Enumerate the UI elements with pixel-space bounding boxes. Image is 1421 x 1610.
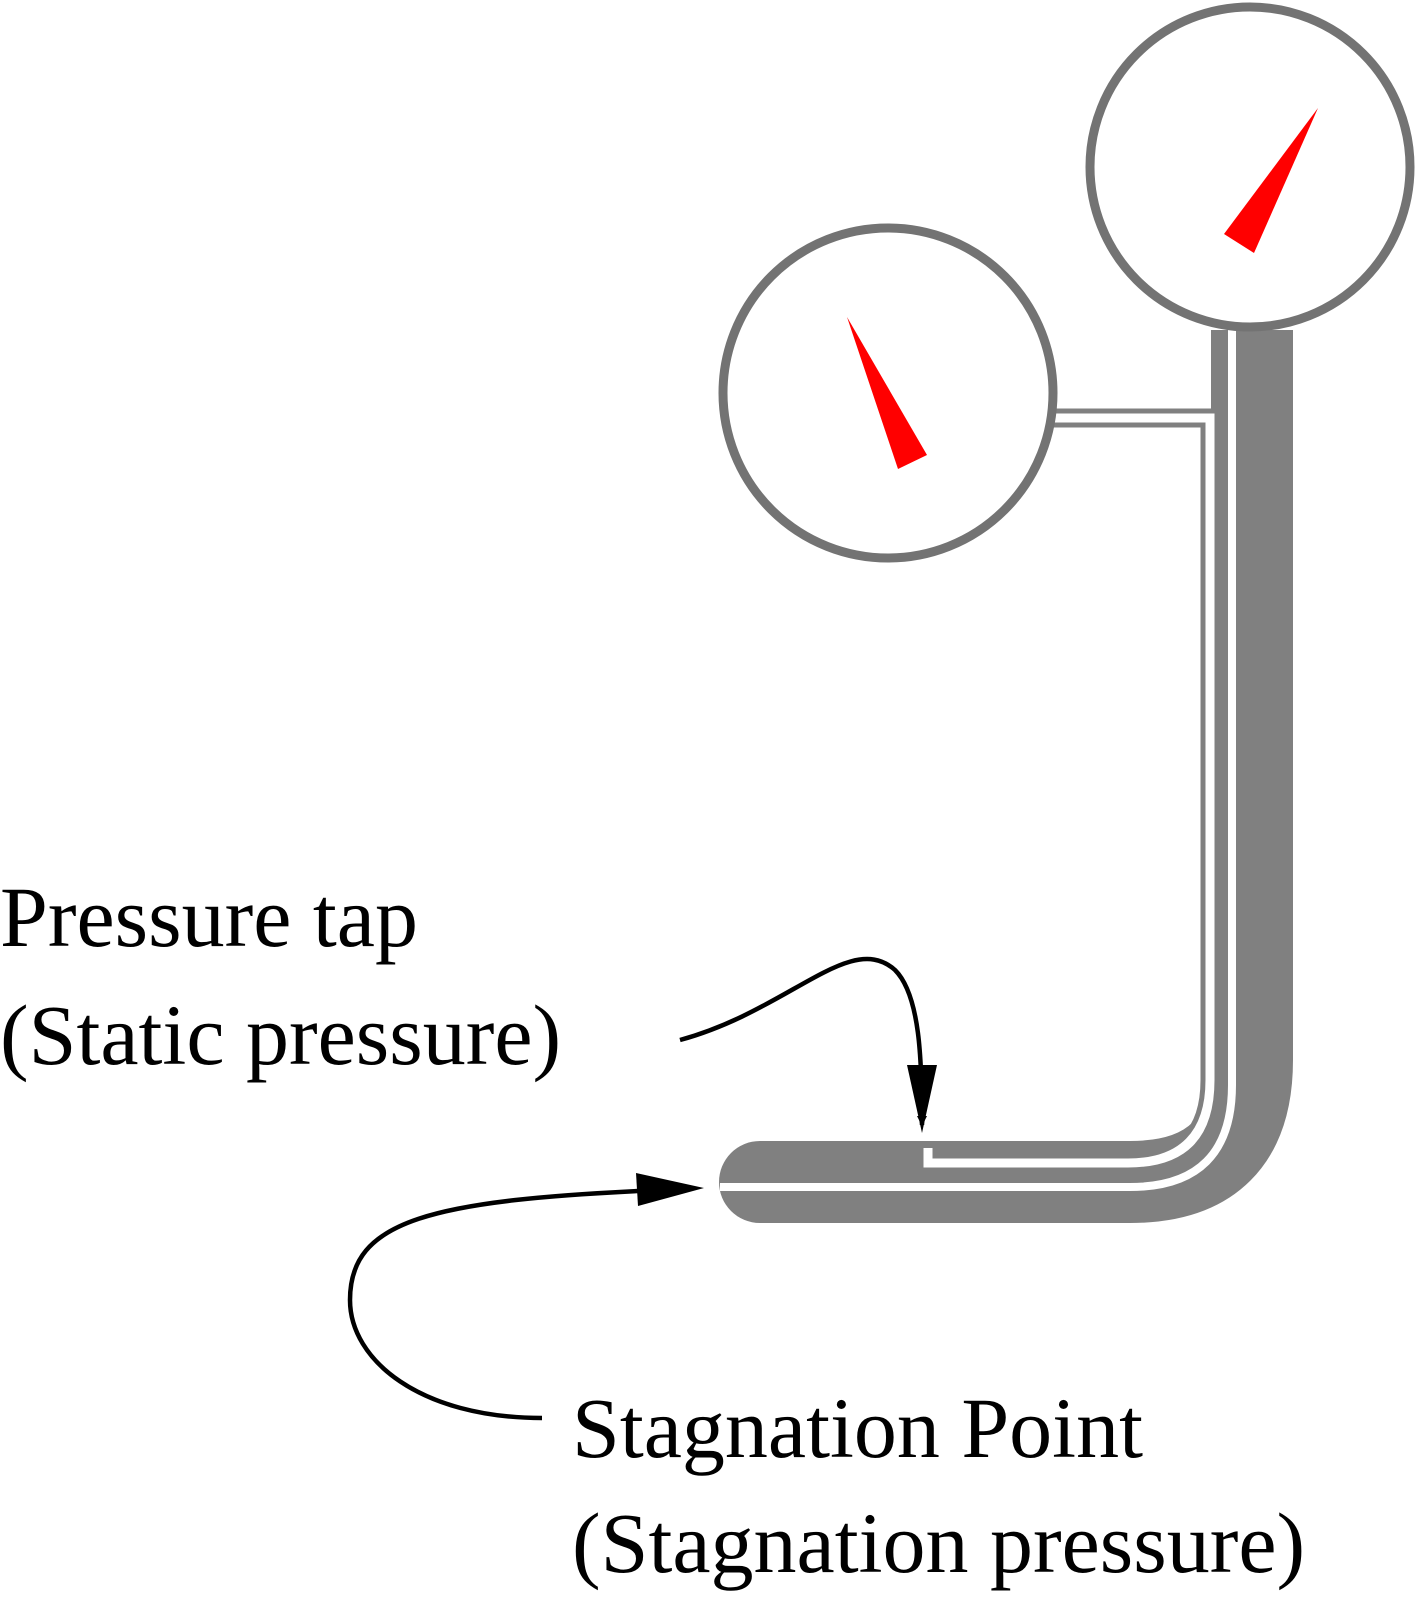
pressure-tap-arrow	[679, 956, 927, 1126]
gauge-needle-icon	[1224, 108, 1318, 253]
stagnation-point-label: Stagnation Point	[572, 1380, 1143, 1476]
stagnation-point-arrow	[347, 1187, 661, 1421]
static-pressure-channel	[918, 408, 1220, 1173]
stagnation-pressure-label: (Stagnation pressure)	[572, 1495, 1306, 1591]
probe-tube	[719, 330, 1293, 1223]
stagnation-point-arrowhead	[636, 1173, 704, 1206]
pressure-tap-arrowhead	[907, 1065, 937, 1133]
static-pressure-label: (Static pressure)	[0, 987, 562, 1083]
gauge-needle-icon	[847, 317, 927, 469]
pressure-tap-label: Pressure tap	[0, 869, 418, 965]
stagnation-pressure-gauge	[1085, 2, 1415, 332]
static-pressure-gauge	[718, 223, 1058, 563]
